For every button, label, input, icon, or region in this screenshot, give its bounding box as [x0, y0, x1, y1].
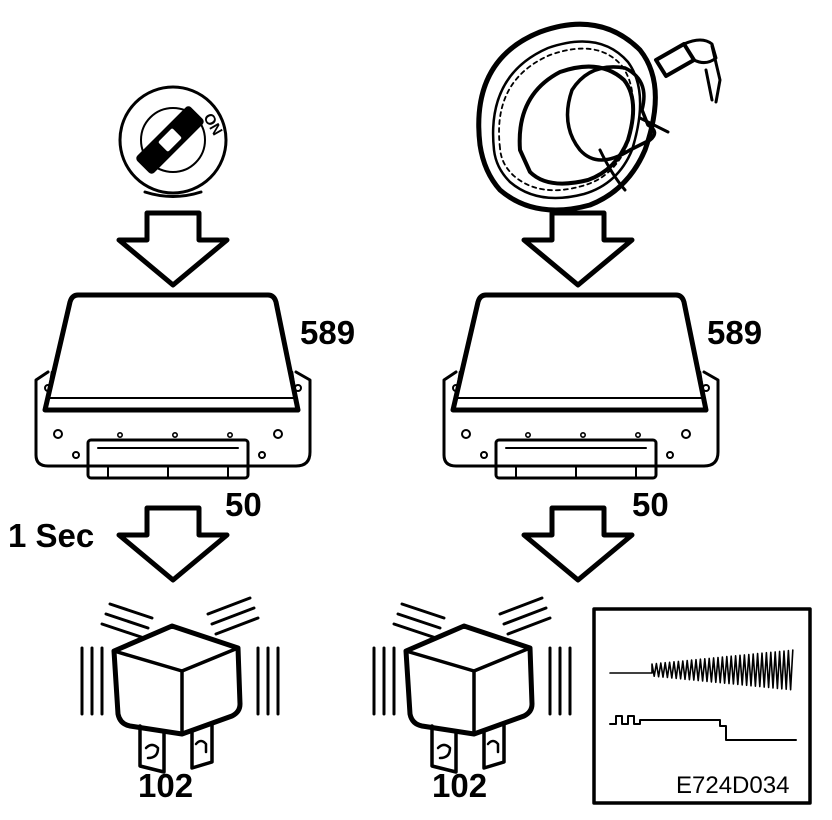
relay-label-left: 102	[138, 767, 193, 804]
signal-waveform-box	[592, 607, 812, 805]
ecu-label-right: 589	[707, 314, 762, 351]
ignition-switch: ON	[118, 85, 228, 198]
arrow-down-right-bottom	[524, 508, 632, 580]
ecu-module-left	[36, 295, 310, 478]
figure-code: E724D034	[676, 772, 789, 799]
sensor-sine-trace	[609, 649, 794, 691]
relay-label-right: 102	[432, 767, 487, 804]
switch-on-text: ON	[200, 111, 226, 139]
ecu-label-left: 589	[300, 314, 355, 351]
connector-label-left: 50	[225, 486, 262, 523]
relay-control-trace	[609, 715, 797, 741]
ecu-module-right	[444, 295, 718, 478]
delay-label: 1 Sec	[8, 517, 94, 554]
wheel-speed-sensor	[476, 21, 722, 213]
arrow-down-left-top	[119, 213, 227, 285]
arrow-down-right-top	[524, 213, 632, 285]
connector-label-right: 50	[632, 486, 669, 523]
arrow-down-left-bottom	[119, 508, 227, 580]
relay-left	[82, 598, 278, 772]
relay-right	[374, 598, 570, 772]
